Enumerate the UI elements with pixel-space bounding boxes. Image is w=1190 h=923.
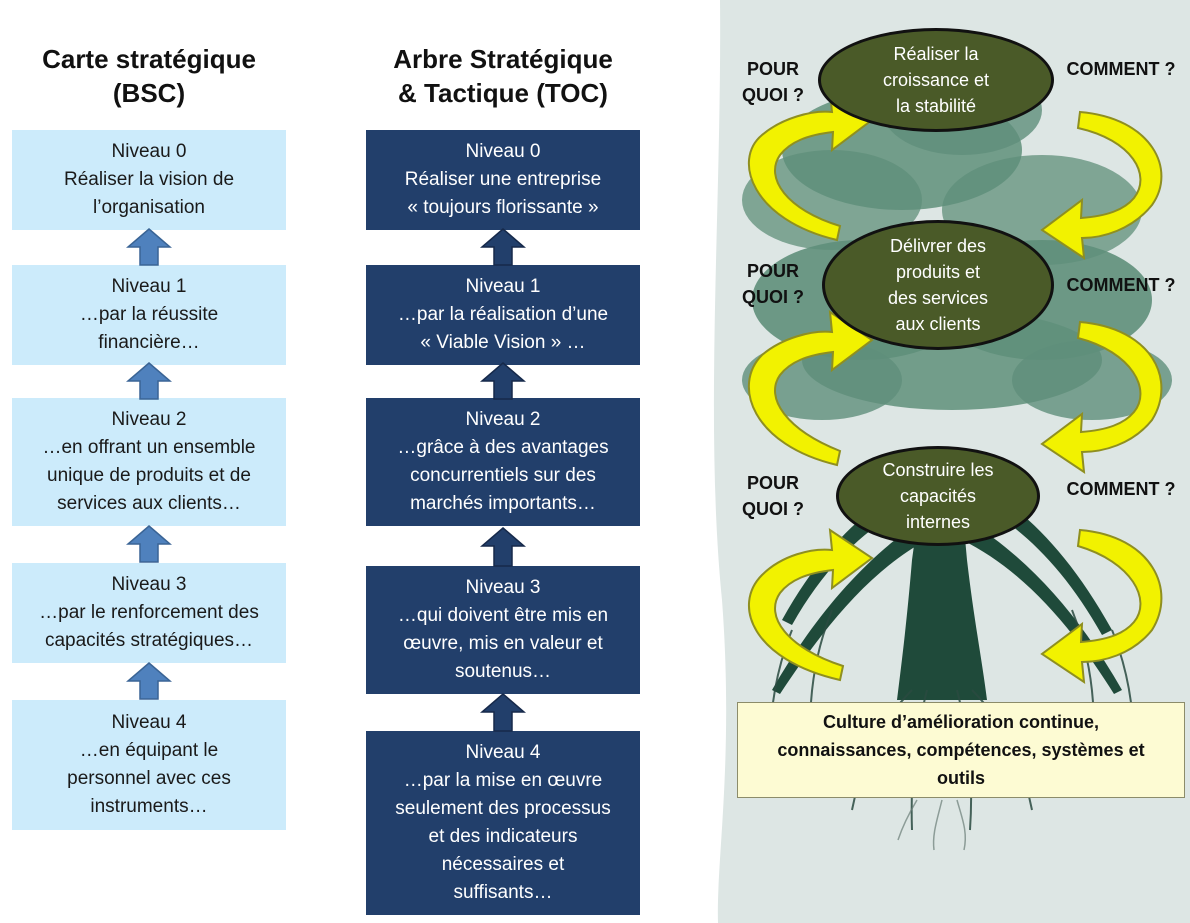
pourquoi-label-middle: POUR QUOI ? (728, 258, 818, 310)
pourquoi-label-top: POUR QUOI ? (728, 56, 818, 108)
toc-level-line: marchés importants… (410, 493, 596, 514)
bsc-level-line: Niveau 1 (111, 276, 187, 297)
bsc-title: Carte stratégique (BSC) (0, 42, 298, 110)
goal-line: Délivrer des (889, 236, 987, 256)
comment-loop-arrow-icon (1040, 320, 1163, 475)
lower-roots (897, 799, 967, 851)
bsc-level-line: personnel avec ces (67, 768, 231, 789)
toc-level-2-box: Niveau 2 …grâce à des avantages concurre… (366, 398, 640, 526)
pourquoi-label-bottom: POUR QUOI ? (728, 470, 818, 522)
bsc-up-arrow-icon (126, 525, 172, 563)
bsc-level-line: Niveau 4 (111, 712, 187, 733)
pourquoi-line: QUOI ? (742, 499, 804, 519)
toc-level-line: Niveau 2 (465, 409, 541, 430)
goal-line: capacités (899, 486, 977, 506)
toc-level-line: et des indicateurs (428, 826, 578, 847)
bsc-level-line: …par le renforcement des (39, 602, 259, 623)
goal-line: croissance et (882, 70, 990, 90)
comment-loop-arrow-icon (1040, 528, 1163, 685)
bsc-level-line: financière… (98, 332, 200, 353)
bsc-level-3-box: Niveau 3 …par le renforcement des capaci… (12, 563, 286, 663)
toc-level-line: nécessaires et (441, 854, 565, 875)
goal-ellipse-capacities: Construire les capacités internes (836, 446, 1040, 546)
toc-level-line: « Viable Vision » … (420, 332, 586, 353)
toc-level-line: seulement des processus (395, 798, 611, 819)
pourquoi-line: POUR (746, 473, 799, 493)
comment-line: COMMENT ? (1066, 59, 1176, 79)
toc-up-arrow-icon (480, 362, 526, 400)
bsc-level-line: Niveau 3 (111, 574, 187, 595)
comment-loop-arrow-icon (1040, 110, 1163, 261)
comment-line: COMMENT ? (1066, 275, 1176, 295)
pourquoi-line: QUOI ? (742, 85, 804, 105)
toc-up-arrow-icon (480, 693, 526, 732)
bsc-level-line: services aux clients… (57, 493, 241, 514)
bsc-level-1-box: Niveau 1 …par la réussite financière… (12, 265, 286, 365)
culture-base-box: Culture d’amélioration continue, connais… (737, 702, 1185, 798)
comment-label-top: COMMENT ? (1056, 56, 1186, 82)
toc-level-line: Niveau 4 (465, 742, 541, 763)
goal-line: la stabilité (895, 96, 977, 116)
toc-level-line: Niveau 3 (465, 577, 541, 598)
comment-label-bottom: COMMENT ? (1056, 476, 1186, 502)
goal-line: aux clients (895, 314, 981, 334)
pourquoi-loop-arrow-icon (747, 527, 874, 682)
bsc-level-line: …par la réussite (79, 304, 219, 325)
bsc-level-line: …en équipant le (79, 740, 219, 761)
bsc-level-line: capacités stratégiques… (44, 630, 254, 651)
toc-level-line: soutenus… (454, 661, 552, 682)
toc-level-3-box: Niveau 3 …qui doivent être mis en œuvre,… (366, 566, 640, 694)
culture-line: outils (937, 768, 985, 788)
comment-label-middle: COMMENT ? (1056, 272, 1186, 298)
bsc-up-arrow-icon (126, 362, 172, 400)
toc-up-arrow-icon (480, 228, 526, 266)
bsc-up-arrow-icon (126, 228, 172, 266)
toc-title: Arbre Stratégique & Tactique (TOC) (350, 42, 656, 110)
culture-line: connaissances, compétences, systèmes et (777, 740, 1145, 760)
toc-level-line: concurrentiels sur des (410, 465, 596, 486)
pourquoi-line: POUR (746, 59, 799, 79)
toc-title-line: Arbre Stratégique (393, 44, 613, 74)
goal-ellipse-growth: Réaliser la croissance et la stabilité (818, 28, 1054, 132)
toc-level-4-box: Niveau 4 …par la mise en œuvre seulement… (366, 731, 640, 915)
toc-level-line: Niveau 0 (465, 141, 541, 162)
bsc-level-line: Niveau 2 (111, 409, 187, 430)
goal-ellipse-deliver: Délivrer des produits et des services au… (822, 220, 1054, 350)
bsc-level-0-box: Niveau 0 Réaliser la vision de l’organis… (12, 130, 286, 230)
culture-line: Culture d’amélioration continue, (822, 712, 1100, 732)
toc-level-line: …grâce à des avantages (397, 437, 609, 458)
bsc-level-4-box: Niveau 4 …en équipant le personnel avec … (12, 700, 286, 830)
toc-level-line: …par la réalisation d’une (397, 304, 609, 325)
bsc-level-line: Réaliser la vision de (63, 169, 235, 190)
toc-level-1-box: Niveau 1 …par la réalisation d’une « Via… (366, 265, 640, 365)
goal-line: Réaliser la (893, 44, 979, 64)
toc-level-line: œuvre, mis en valeur et (403, 633, 603, 654)
bsc-level-line: Niveau 0 (111, 141, 187, 162)
toc-level-line: « toujours florissante » (407, 197, 599, 218)
toc-level-line: Réaliser une entreprise (404, 169, 602, 190)
pourquoi-line: QUOI ? (742, 287, 804, 307)
toc-level-0-box: Niveau 0 Réaliser une entreprise « toujo… (366, 130, 640, 230)
pourquoi-line: POUR (746, 261, 799, 281)
bsc-level-line: instruments… (90, 796, 208, 817)
bsc-title-line: (BSC) (112, 78, 186, 108)
toc-level-line: suffisants… (453, 882, 553, 903)
toc-up-arrow-icon (480, 527, 526, 567)
bsc-up-arrow-icon (126, 662, 172, 700)
goal-line: internes (905, 512, 971, 532)
bsc-level-line: l’organisation (93, 197, 205, 218)
goal-line: produits et (895, 262, 981, 282)
goal-line: des services (887, 288, 989, 308)
bsc-level-2-box: Niveau 2 …en offrant un ensemble unique … (12, 398, 286, 526)
toc-level-line: …qui doivent être mis en (397, 605, 609, 626)
pourquoi-loop-arrow-icon (747, 309, 874, 467)
toc-title-line: & Tactique (TOC) (398, 78, 608, 108)
bsc-level-line: unique de produits et de (47, 465, 251, 486)
goal-line: Construire les (882, 460, 994, 480)
toc-level-line: Niveau 1 (465, 276, 541, 297)
bsc-level-line: …en offrant un ensemble (42, 437, 256, 458)
toc-level-line: …par la mise en œuvre (403, 770, 603, 791)
comment-line: COMMENT ? (1066, 479, 1176, 499)
bsc-title-line: Carte stratégique (42, 44, 256, 74)
